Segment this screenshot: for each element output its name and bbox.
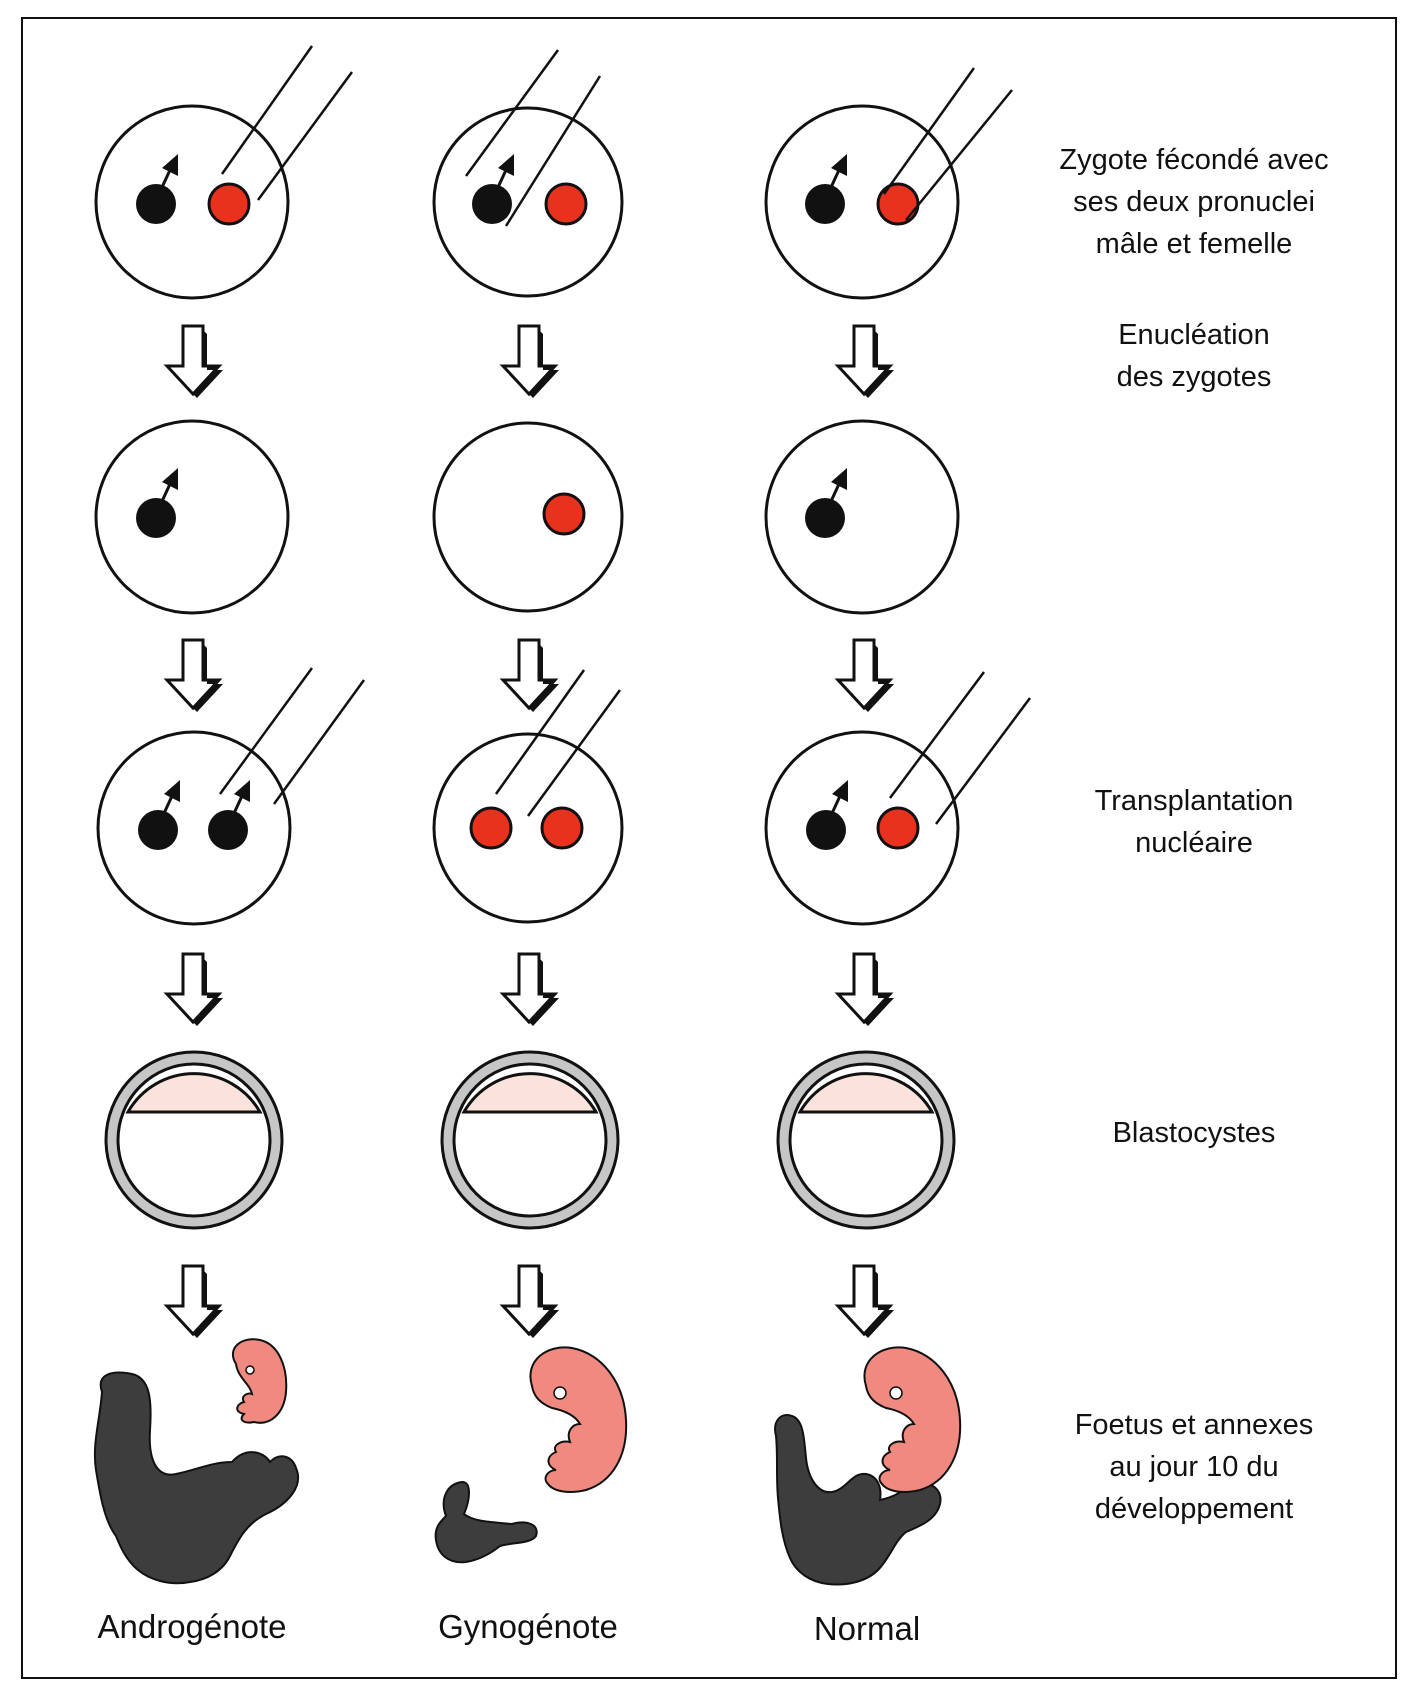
arrow-down (501, 952, 561, 1028)
pipette (494, 669, 586, 795)
pipette (464, 49, 560, 177)
blastocyst-androgenote (104, 1050, 284, 1230)
transplanted-normal (764, 671, 1032, 926)
arrow-down (165, 952, 225, 1028)
zygote-normal (764, 67, 1013, 300)
zygote-androgenote (94, 45, 354, 300)
arrow-down (501, 324, 561, 400)
fetus-gynogenote (529, 1346, 628, 1493)
arrow-down (165, 1264, 225, 1340)
blastocyst-gynogenote (440, 1050, 620, 1230)
placenta-gynogenote (434, 1480, 538, 1564)
placenta-androgenote (93, 1371, 299, 1585)
zygote-gynogenote (432, 49, 624, 298)
arrow-down (501, 1264, 561, 1340)
pipette (218, 667, 314, 795)
fetus-androgenote (232, 1338, 288, 1424)
arrow-down (165, 638, 225, 714)
pipette (220, 45, 314, 175)
column-label-normal: Normal (813, 1610, 921, 1647)
column-label-gynogenote: Gynogénote (438, 1608, 618, 1645)
step-label-zygote: Zygote fécondé avec ses deux pronuclei m… (1059, 144, 1329, 260)
transplanted-gynogenote (432, 669, 624, 924)
step-label-enucleation: Enucléation des zygotes (1116, 319, 1272, 393)
fetus-normal (863, 1346, 962, 1493)
arrow-down (836, 952, 896, 1028)
arrow-down (836, 1264, 896, 1340)
arrow-down (836, 638, 896, 714)
diagram-frame (21, 17, 1397, 1679)
step-label-transplantation: Transplantation nucléaire (1094, 785, 1294, 859)
transplanted-androgenote (96, 667, 366, 926)
enucleated-normal (764, 419, 960, 615)
arrow-down (165, 324, 225, 400)
arrow-down (501, 638, 561, 714)
column-label-androgenote: Androgénote (97, 1608, 287, 1645)
enucleated-gynogenote (432, 421, 624, 613)
step-label-blastocysts: Blastocystes (1112, 1117, 1276, 1149)
pipette (888, 671, 986, 799)
arrow-down (836, 324, 896, 400)
pipette (882, 67, 976, 195)
blastocyst-normal (776, 1050, 956, 1230)
step-label-fetus: Foetus et annexes au jour 10 du développ… (1074, 1409, 1314, 1525)
enucleated-androgenote (94, 419, 290, 615)
